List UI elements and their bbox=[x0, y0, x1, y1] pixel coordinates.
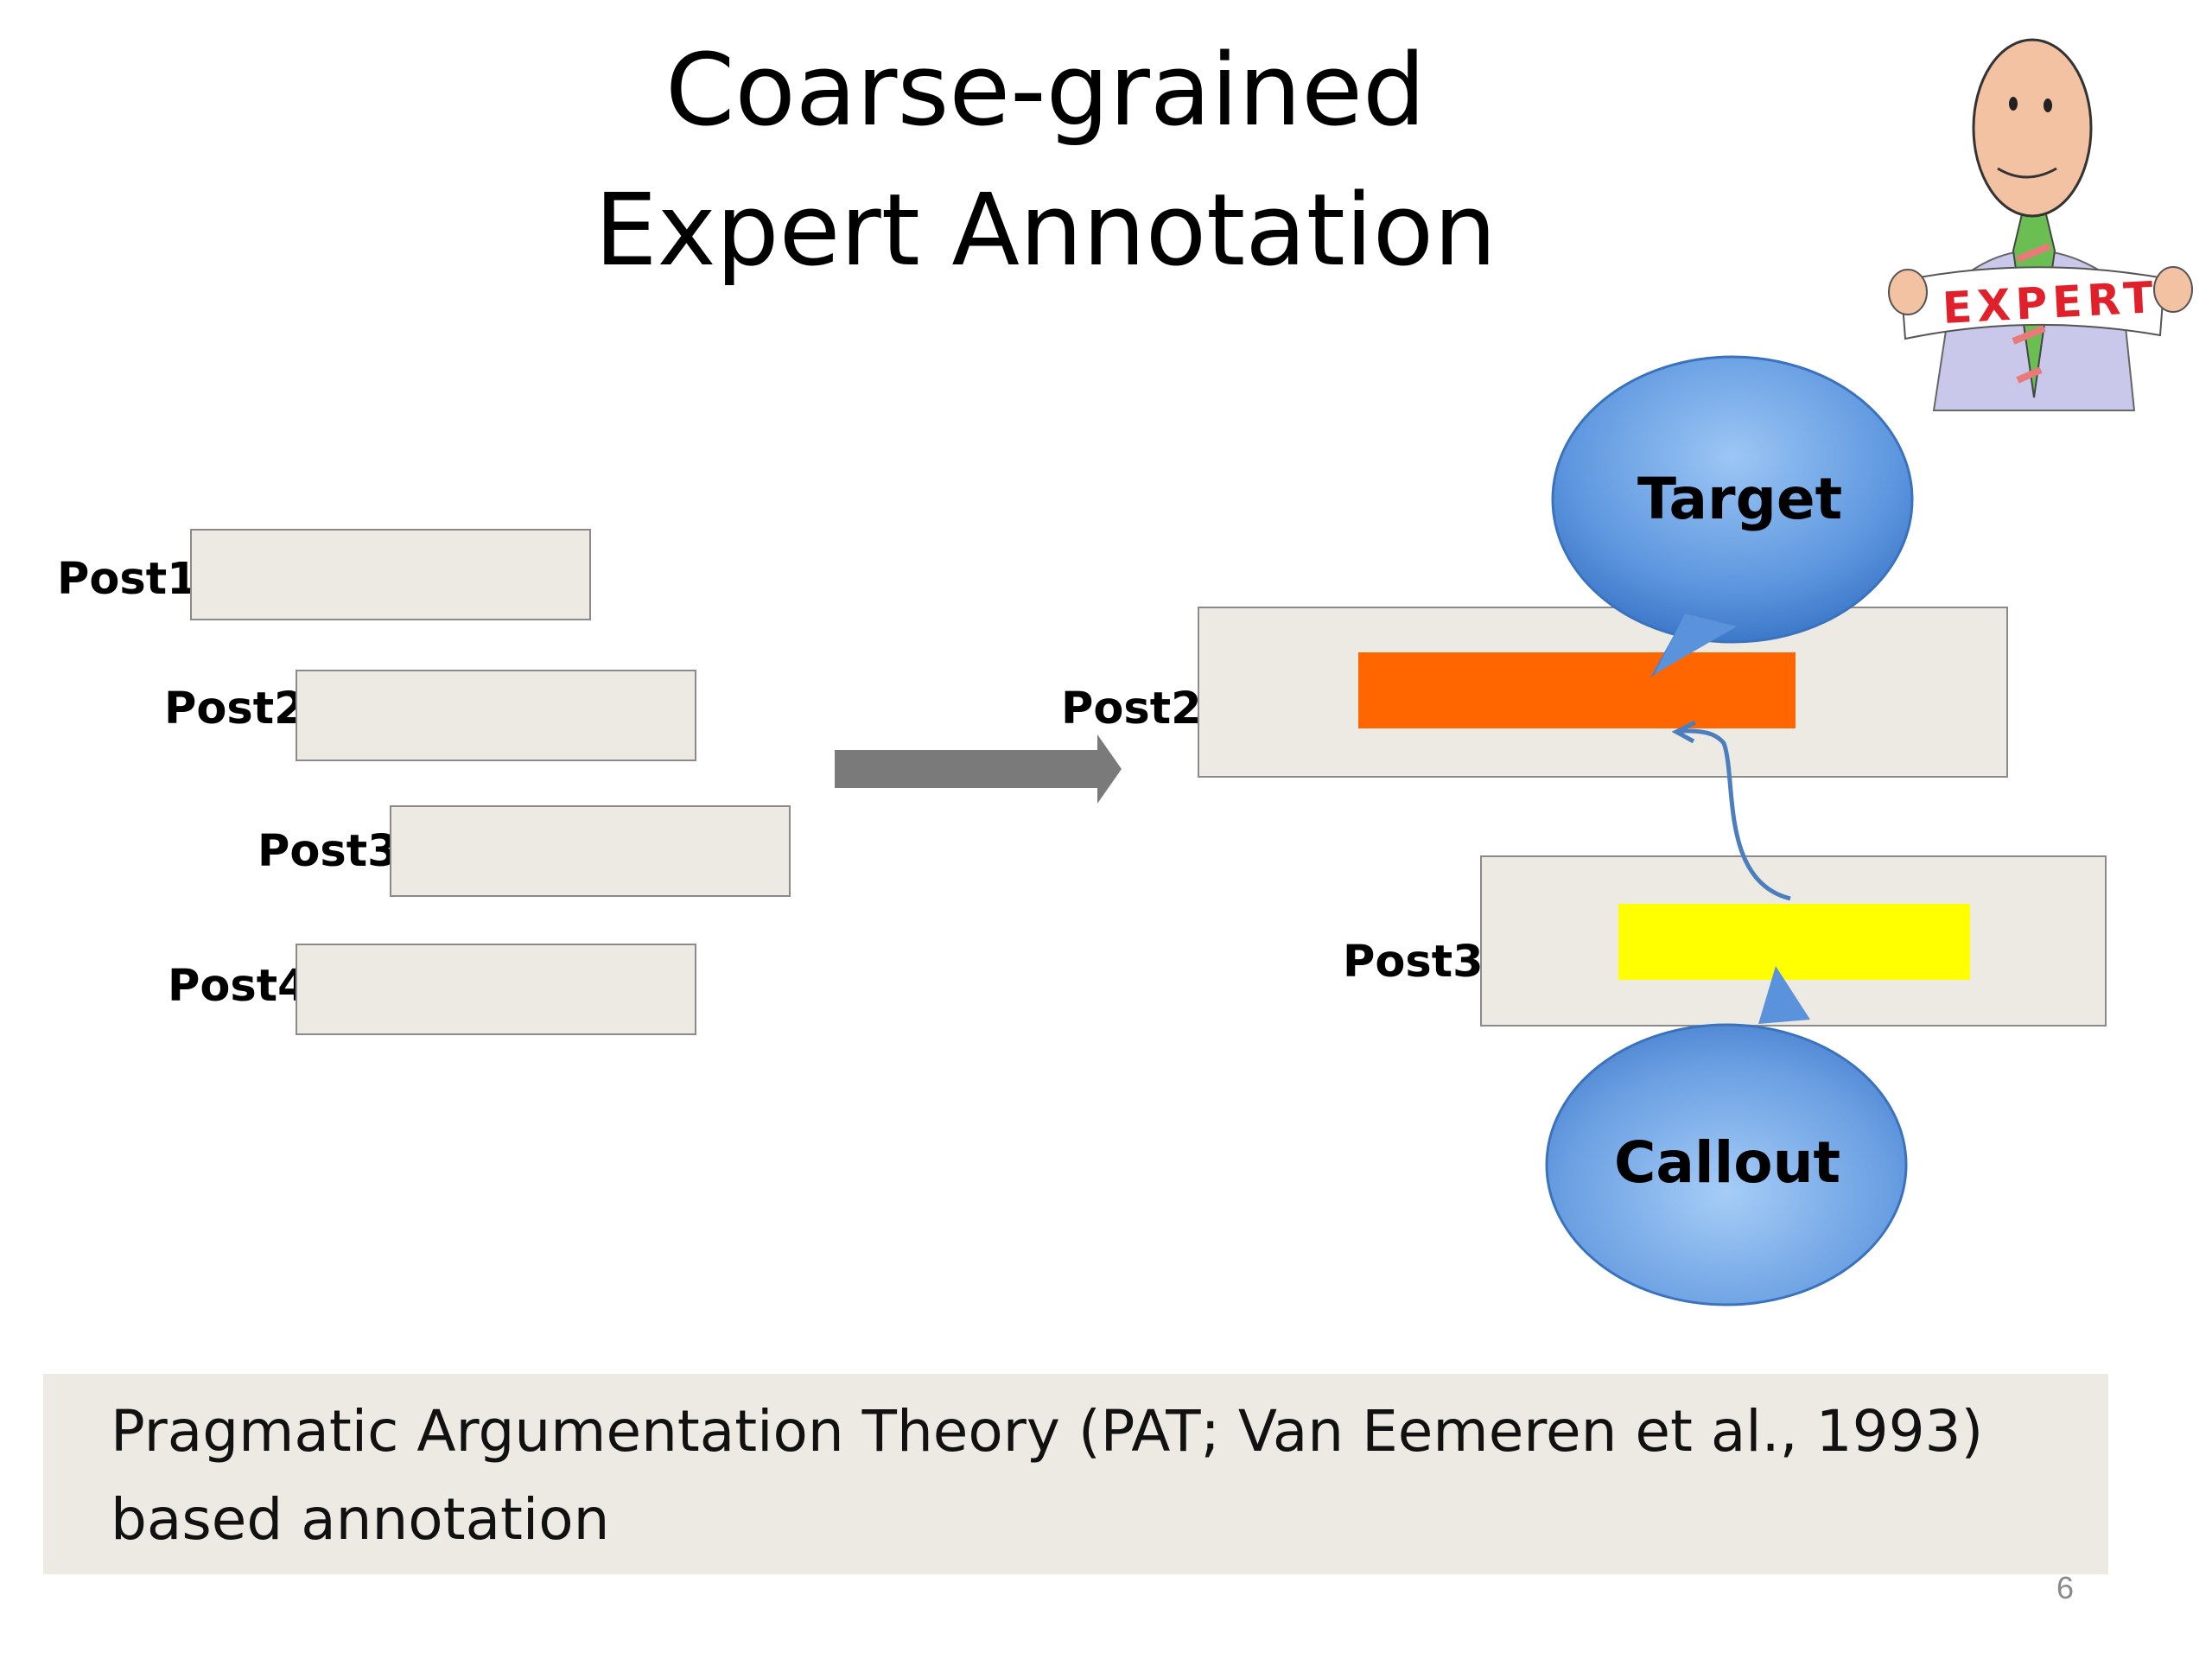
expert-cartoon-icon bbox=[1889, 40, 2192, 410]
citation-line-2: based annotation bbox=[111, 1491, 609, 1548]
transform-arrow bbox=[835, 734, 1122, 804]
target-label: Target bbox=[1637, 471, 1827, 528]
citation-line-1: Pragmatic Argumentation Theory (PAT; Van… bbox=[111, 1403, 1983, 1460]
page-number: 6 bbox=[2056, 1573, 2074, 1604]
callout-label: Callout bbox=[1614, 1135, 1839, 1192]
expert-sign-text: EXPERT bbox=[1942, 276, 2142, 330]
citation-box: Pragmatic Argumentation Theory (PAT; Van… bbox=[43, 1374, 2108, 1574]
connector-arrow bbox=[1678, 731, 1790, 899]
